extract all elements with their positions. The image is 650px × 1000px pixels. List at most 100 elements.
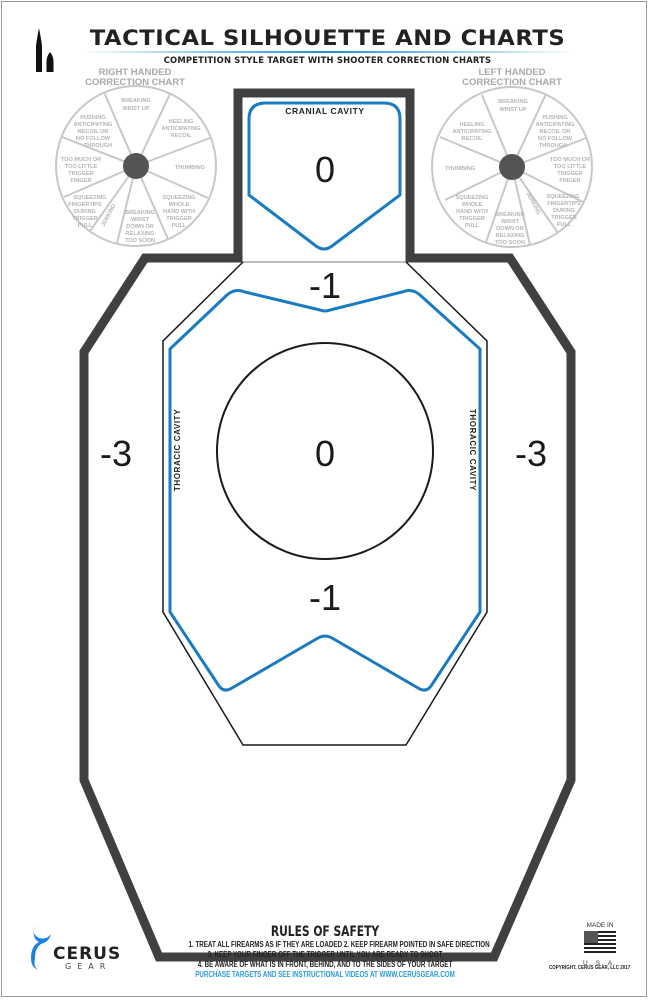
logo-sub: GEAR xyxy=(65,962,112,971)
safety-rule-1-2: 1. TREAT ALL FIREARMS AS IF THEY ARE LOA… xyxy=(188,940,490,949)
lw-seg-1-l0: PUSHING xyxy=(542,115,568,121)
rw-seg-1-l0: HEELING xyxy=(169,119,194,125)
rules-title: RULES OF SAFETY xyxy=(270,924,380,940)
left-chart-title: LEFT HANDED CORRECTION CHART xyxy=(447,68,577,88)
lw-seg-5-l0: BREAKING xyxy=(495,212,525,218)
rw-seg-1-l1: ANTICIPATING xyxy=(162,126,201,132)
left-chart-title-line1: LEFT HANDED xyxy=(478,67,546,78)
lw-seg-8-l1: ANTICIPATING xyxy=(453,129,492,135)
rw-seg-8-l3: NO FOLLOW xyxy=(76,136,111,142)
lw-seg-0-l1: WRIST UP xyxy=(499,107,527,113)
rw-seg-4-l1: WRIST xyxy=(131,217,150,223)
lw-seg-6-l4: PULL xyxy=(465,223,480,229)
usa-label: U. S. A. xyxy=(582,960,618,967)
rw-seg-6-l2: DURING xyxy=(74,209,96,215)
lw-seg-6-l3: TRIGGER xyxy=(459,216,484,222)
lw-seg-3-l2: DURING xyxy=(553,208,575,214)
thoracic-cavity-label-left: THORACIC CAVITY xyxy=(173,409,182,491)
website-link[interactable]: PURCHASE TARGETS AND SEE INSTRUCTIONAL V… xyxy=(195,970,455,979)
logo-word: CERUS xyxy=(53,944,122,964)
rw-seg-0-l1: WRIST UP xyxy=(122,106,150,112)
title-divider xyxy=(80,51,575,53)
lw-seg-3-l3: TRIGGER xyxy=(551,215,576,221)
right-correction-wheel: BREAKING WRIST UP HEELING ANTICIPATING R… xyxy=(55,85,217,247)
rw-seg-7-l1: TOO LITTLE xyxy=(65,164,98,170)
lw-seg-3-l1: FINGERTIPS xyxy=(547,201,581,207)
cranial-cavity-zone xyxy=(247,101,402,251)
left-outer-score: -3 xyxy=(100,433,132,474)
lw-seg-5-l4: TOO SOON xyxy=(495,240,525,246)
lw-seg-8-l2: RECOIL xyxy=(461,136,483,142)
rw-seg-7-l3: FINGER xyxy=(70,178,91,184)
rw-seg-6-l1: FINGERTIPS xyxy=(68,202,102,208)
lw-seg-2-l3: FINGER xyxy=(559,178,580,184)
safety-rule-3: 3. KEEP YOUR FINGER OFF THE TRIGGER UNTI… xyxy=(207,950,443,959)
cranial-cavity-label: CRANIAL CAVITY xyxy=(285,106,364,116)
rw-seg-8-l4: THROUGH xyxy=(84,143,112,149)
lw-seg-3-l0: SQUEEZING xyxy=(547,194,580,200)
center-score: 0 xyxy=(315,433,335,474)
copyright: COPYRIGHT, CERUS GEAR, LLC 2017 xyxy=(549,965,631,971)
lower-chest-score: -1 xyxy=(309,577,341,618)
thoracic-cavity-label-right: THORACIC CAVITY xyxy=(468,409,477,491)
safety-rule-4: 4. BE AWARE OF WHAT IS IN FRONT, BEHIND,… xyxy=(197,960,453,969)
rw-seg-8-l2: RECOIL OR xyxy=(78,129,109,135)
rw-seg-3-l3: TRIGGER xyxy=(166,216,191,222)
right-chart-title: RIGHT HANDED CORRECTION CHART xyxy=(70,68,200,88)
lw-seg-3-l4: PULL xyxy=(557,222,572,228)
lw-seg-0-l0: BREAKING xyxy=(498,99,528,105)
page-title: TACTICAL SILHOUETTE AND CHARTS xyxy=(89,26,566,50)
right-chart-title-line1: RIGHT HANDED xyxy=(98,67,172,78)
cranial-score: 0 xyxy=(315,149,335,190)
rw-seg-4-l0: BREAKING xyxy=(125,210,155,216)
right-outer-score: -3 xyxy=(515,433,547,474)
thoracic-cavity-zone xyxy=(168,289,482,692)
lw-seg-6-l0: SQUEEZING xyxy=(456,195,489,201)
right-chart-title-line2: CORRECTION CHART xyxy=(85,77,185,88)
rw-seg-0-l0: BREAKING xyxy=(121,98,151,104)
rw-seg-3-l2: HAND WITH xyxy=(163,209,195,215)
rw-seg-4-l3: RELAXING xyxy=(126,231,155,237)
rw-seg-3-l0: SQUEEZING xyxy=(163,195,196,201)
lw-seg-6-l1: WHOLE xyxy=(462,202,483,208)
rw-seg-3-l1: WHOLE xyxy=(169,202,190,208)
rw-seg-2-l0: THUMBING xyxy=(175,165,205,171)
center-kill-zone xyxy=(216,342,434,560)
lw-seg-1-l2: RECOIL OR xyxy=(540,129,571,135)
lw-seg-2-l1: TOO LITTLE xyxy=(554,164,587,170)
rw-seg-7-l0: TOO MUCH OR xyxy=(61,157,101,163)
lw-seg-1-l1: ANTICIPATING xyxy=(536,122,575,128)
lw-seg-5-l1: WRIST xyxy=(501,219,520,225)
made-in-label: MADE IN xyxy=(586,922,614,929)
upper-chest-score: -1 xyxy=(309,265,341,306)
silhouette-outline xyxy=(79,88,576,962)
lw-seg-6-l2: HAND WITH xyxy=(456,209,488,215)
left-wheel-labels: BREAKING WRIST UP PUSHING ANTICIPATING R… xyxy=(445,99,590,246)
cerus-gear-logo: CERUS GEAR xyxy=(25,924,125,974)
left-correction-wheel: BREAKING WRIST UP PUSHING ANTICIPATING R… xyxy=(431,86,593,248)
lw-seg-7-l0: THUMBING xyxy=(445,166,475,172)
bullets-icon xyxy=(36,28,54,72)
left-chart-title-line2: CORRECTION CHART xyxy=(462,77,562,88)
bull-horn-icon xyxy=(31,926,51,970)
us-flag-icon xyxy=(584,931,616,953)
lw-seg-5-l3: RELAXING xyxy=(496,233,525,239)
lw-seg-2-l2: TRIGGER xyxy=(557,171,582,177)
rw-seg-6-l4: PULL xyxy=(78,223,93,229)
lw-seg-1-l3: NO FOLLOW xyxy=(538,136,573,142)
lw-seg-5-l2: DOWN OR xyxy=(496,226,524,232)
rw-seg-4-l2: DOWN OR xyxy=(126,224,154,230)
lw-seg-8-l0: HEELING xyxy=(460,122,485,128)
rw-seg-1-l2: RECOIL xyxy=(170,133,192,139)
rw-seg-8-l0: PUSHING xyxy=(80,115,106,121)
lw-seg-2-l0: TOO MUCH OR xyxy=(550,157,590,163)
rw-seg-6-l0: SQUEEZING xyxy=(74,195,107,201)
rw-seg-6-l3: TRIGGER xyxy=(72,216,97,222)
lw-seg-1-l4: THROUGH xyxy=(539,143,567,149)
inner-body-outline xyxy=(162,261,488,746)
rw-seg-3-l4: PULL xyxy=(172,223,187,229)
rw-seg-4-l4: TOO SOON xyxy=(125,238,155,244)
rw-seg-8-l1: ANTICIPATING xyxy=(74,122,113,128)
page-subtitle: COMPETITION STYLE TARGET WITH SHOOTER CO… xyxy=(163,55,492,65)
